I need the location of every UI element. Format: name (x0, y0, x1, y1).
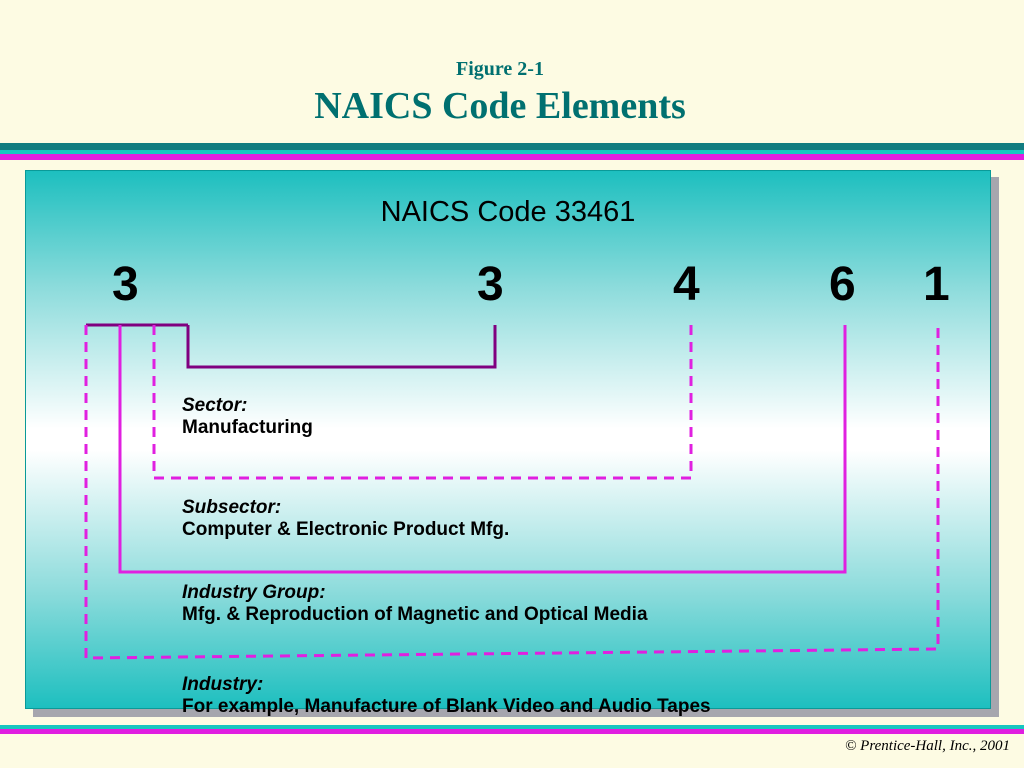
digit-2: 3 (477, 258, 504, 311)
footer-rule-magenta (0, 729, 1024, 734)
digit-3: 4 (673, 258, 700, 311)
header-rule-magenta (0, 154, 1024, 160)
label-industry-heading: Industry: (182, 674, 264, 695)
digit-5: 1 (923, 258, 950, 311)
label-industry-group-text: Mfg. & Reproduction of Magnetic and Opti… (182, 604, 648, 625)
header-rule-teal (0, 150, 1024, 154)
label-subsector: Subsector: Computer & Electronic Product… (182, 497, 509, 541)
sector-bracket (186, 325, 497, 369)
code-title: NAICS Code 33461 (380, 196, 636, 228)
subsector-bracket (152, 325, 693, 480)
label-industry: Industry: For example, Manufacture of Bl… (182, 674, 711, 718)
label-industry-group-heading: Industry Group: (182, 582, 326, 603)
label-sector-text: Manufacturing (182, 417, 313, 438)
figure-label: Figure 2-1 (456, 58, 544, 80)
copyright-notice: © Prentice-Hall, Inc., 2001 (845, 738, 1010, 754)
diagram-panel: NAICS Code 33461 3 3 4 6 1 Sector: Manuf… (25, 170, 991, 717)
label-sector-heading: Sector: (182, 395, 248, 416)
label-subsector-text: Computer & Electronic Product Mfg. (182, 519, 510, 540)
label-subsector-heading: Subsector: (182, 497, 282, 518)
footer-rule-teal (0, 725, 1024, 729)
industry-bracket (84, 325, 940, 660)
digit-4: 6 (829, 258, 856, 311)
slide-title: NAICS Code Elements (314, 85, 686, 127)
label-industry-group: Industry Group: Mfg. & Reproduction of M… (182, 582, 648, 626)
digit-1: 3 (112, 258, 139, 311)
bracket-diagram (84, 323, 940, 660)
label-industry-text: For example, Manufacture of Blank Video … (182, 696, 711, 717)
label-sector: Sector: Manufacturing (182, 395, 313, 439)
header-rule-dark-teal (0, 143, 1024, 150)
industry-group-bracket (118, 325, 847, 574)
